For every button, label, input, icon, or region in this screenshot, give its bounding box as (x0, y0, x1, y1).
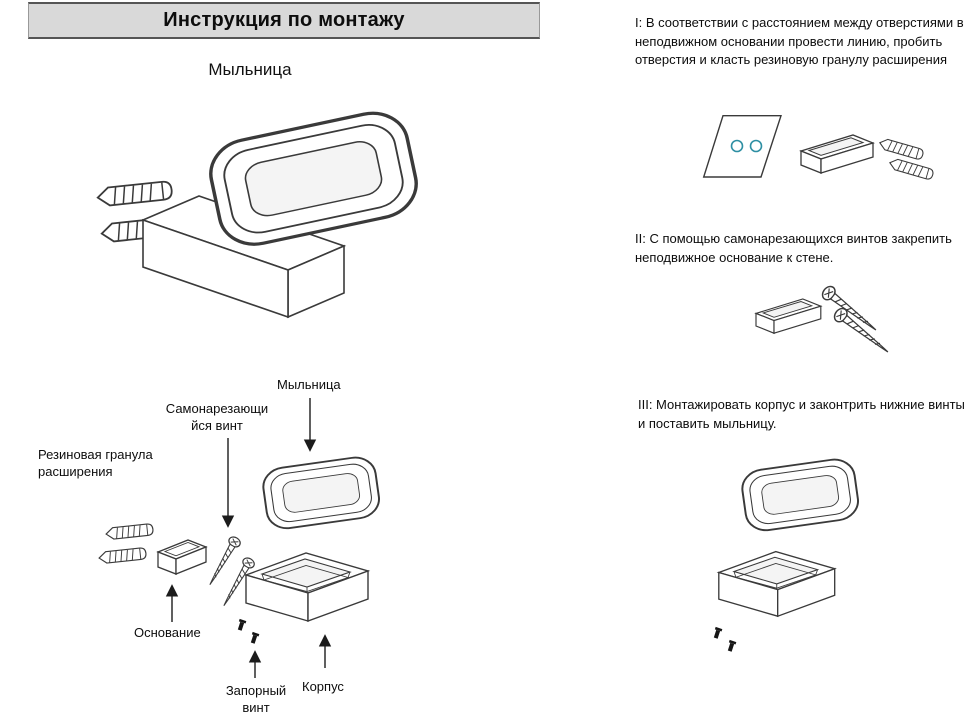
wall-anchor-icon (97, 546, 148, 565)
wall-anchor-icon (887, 157, 935, 181)
soap-dish-tray (259, 453, 383, 532)
base-block (157, 539, 207, 575)
label-lock-screw: Запорный винт (216, 682, 296, 716)
step-3-text: III: Монтажировать корпус и законтрить н… (638, 397, 965, 431)
label-line: винт (242, 700, 270, 715)
housing-body (245, 552, 369, 622)
label-line: йся винт (191, 418, 243, 433)
housing-body (718, 550, 836, 617)
page-title: Инструкция по монтажу (163, 9, 405, 31)
wall-plate (702, 114, 782, 178)
lock-screw-icon (726, 639, 737, 653)
self-tapping-screw-icon (819, 283, 882, 337)
exploded-view-figure (97, 398, 383, 678)
mounting-bracket (800, 134, 874, 174)
step-2-figure (755, 283, 894, 359)
callout-arrows (165, 398, 332, 678)
soap-dish-tray (738, 455, 862, 534)
lock-screw-icon (249, 631, 260, 645)
label-line: Самонарезающи (165, 401, 269, 416)
label-soap-dish: Мыльница (277, 377, 341, 392)
wall-anchor-icon (95, 180, 174, 208)
wall-anchor-icon (104, 522, 155, 541)
product-name: Мыльница (208, 60, 292, 79)
label-rubber-plug: Резиновая гранула расширения (38, 446, 153, 480)
self-tapping-screw-icon (831, 305, 894, 359)
label-line: Запорный (225, 683, 287, 698)
assembled-product-figure (95, 104, 425, 319)
label-line: расширения (38, 464, 113, 479)
label-self-tapping-screw: Самонарезающи йся винт (158, 400, 276, 434)
lock-screw-icon (712, 626, 723, 640)
step-3-figure (712, 455, 862, 653)
label-body: Корпус (302, 679, 344, 694)
step-1-text: I: В соответствии с расстоянием между от… (635, 15, 964, 67)
step-2-text: II: С помощью самонарезающихся винтов за… (635, 231, 952, 265)
wall-anchor-icon (877, 137, 925, 161)
soap-dish-tray (202, 104, 425, 253)
label-base: Основание (134, 625, 201, 640)
title-bar: Инструкция по монтажу (28, 2, 540, 39)
lock-screw-icon (236, 618, 247, 632)
step-1-figure (702, 114, 935, 181)
mounting-bracket (755, 298, 822, 334)
label-line: Резиновая гранула (38, 447, 153, 462)
